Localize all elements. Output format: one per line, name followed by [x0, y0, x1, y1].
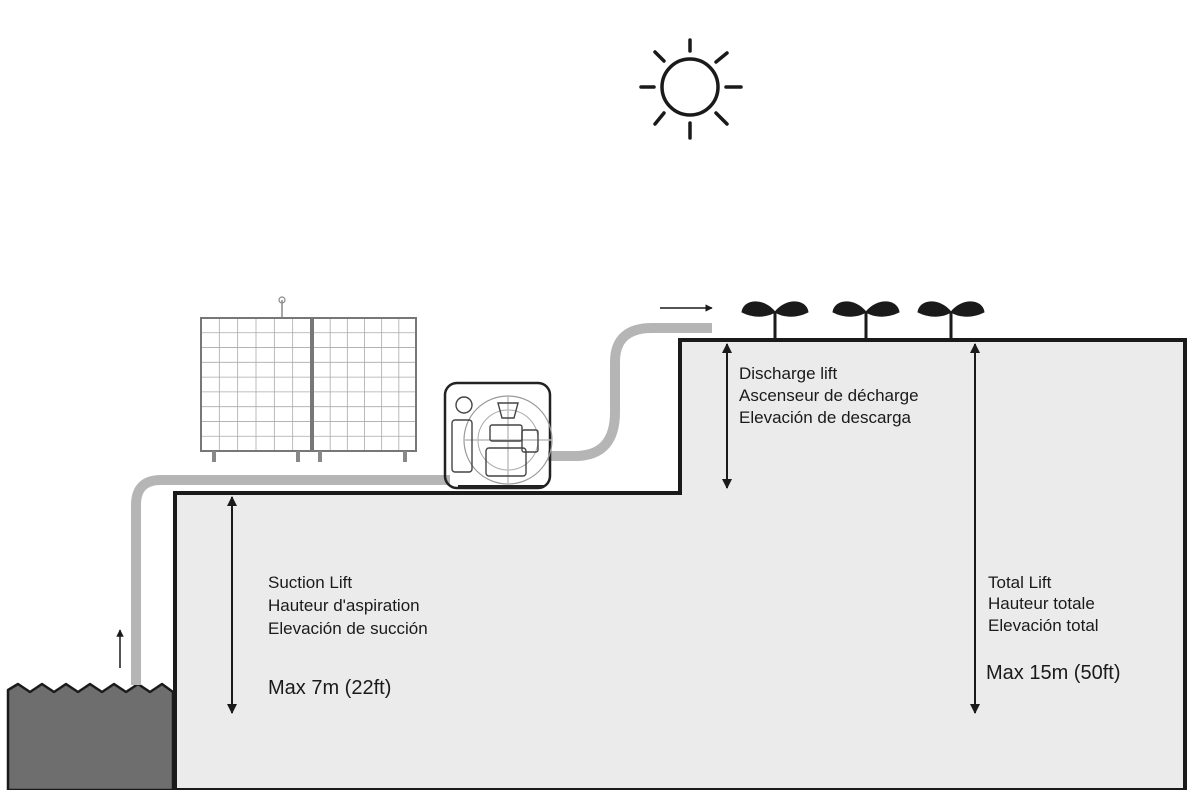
plant-icon [741, 301, 809, 338]
discharge-label-en: Discharge lift [739, 364, 838, 383]
total-label-es: Elevación total [988, 616, 1099, 635]
plant-icon [832, 301, 900, 338]
discharge-label-fr: Ascenseur de décharge [739, 386, 919, 405]
ground-terrain [173, 338, 1187, 790]
discharge-label-es: Elevación de descarga [739, 408, 912, 427]
discharge-pipe [548, 323, 712, 461]
total-label-en: Total Lift [988, 573, 1052, 592]
suction-max-label: Max 7m (22ft) [268, 677, 391, 699]
suction-label-fr: Hauteur d'aspiration [268, 596, 420, 615]
suction-pipe [131, 475, 450, 685]
water-body [6, 682, 175, 790]
pump-icon [443, 381, 553, 490]
plant-icon [917, 301, 985, 338]
suction-label-en: Suction Lift [268, 573, 352, 592]
total-max-label: Max 15m (50ft) [986, 662, 1120, 684]
solar-panel-icon [200, 296, 417, 462]
sun-icon [639, 38, 743, 140]
total-label-fr: Hauteur totale [988, 594, 1095, 613]
suction-label-es: Elevación de succión [268, 619, 428, 638]
